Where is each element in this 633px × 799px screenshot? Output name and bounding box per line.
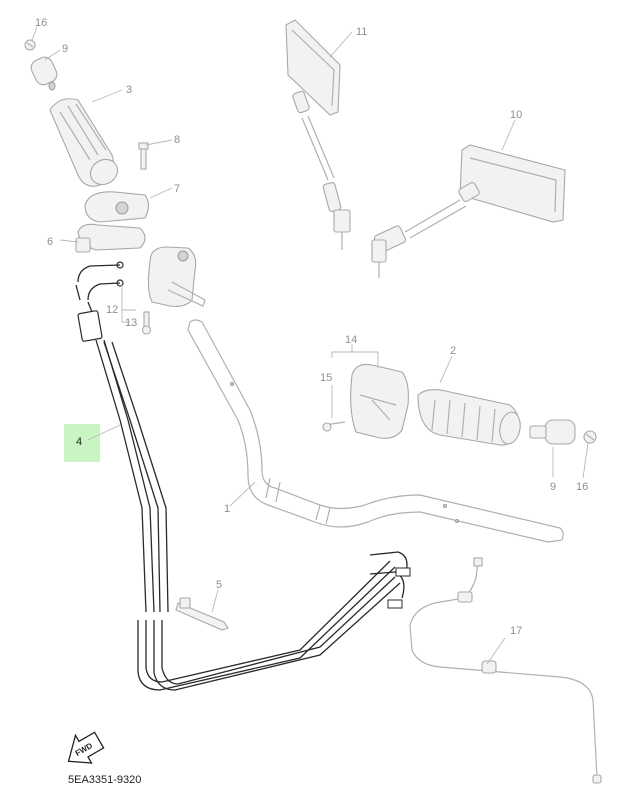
callout-15: 15 [320, 372, 332, 384]
left-mirror [285, 19, 351, 250]
right-mirror [371, 144, 566, 278]
callout-5: 5 [216, 579, 222, 591]
callout-2: 2 [450, 345, 456, 357]
diagram-code: 5EA3351-9320 [68, 774, 141, 786]
clutch-cable [409, 557, 602, 784]
callout-11: 11 [356, 26, 367, 38]
callout-14: 14 [345, 334, 357, 346]
callout-labels: 16 9 3 8 7 6 12 13 11 10 14 15 2 9 16 1 … [35, 17, 588, 637]
callout-10: 10 [510, 109, 522, 121]
callout-8: 8 [174, 134, 180, 146]
callout-9-top: 9 [62, 43, 68, 55]
callout-16-top: 16 [35, 17, 47, 29]
cable-tie [175, 597, 229, 631]
callout-17: 17 [510, 625, 522, 637]
fwd-arrow-icon: FWD [67, 731, 105, 764]
part-4-highlight [64, 424, 100, 462]
callout-4: 4 [76, 436, 82, 448]
callout-3: 3 [126, 84, 132, 96]
callout-6: 6 [47, 236, 53, 248]
callout-7: 7 [174, 183, 180, 195]
handlebar [187, 319, 564, 543]
callout-1: 1 [224, 503, 230, 515]
callout-9-right: 9 [550, 481, 556, 493]
throttle-cable [75, 261, 411, 691]
right-grip-assembly [322, 363, 597, 446]
callout-13: 13 [125, 317, 137, 329]
leader-lines [31, 26, 589, 665]
left-grip-assembly [24, 39, 206, 335]
callout-12: 12 [106, 304, 118, 316]
callout-16-right: 16 [576, 481, 588, 493]
